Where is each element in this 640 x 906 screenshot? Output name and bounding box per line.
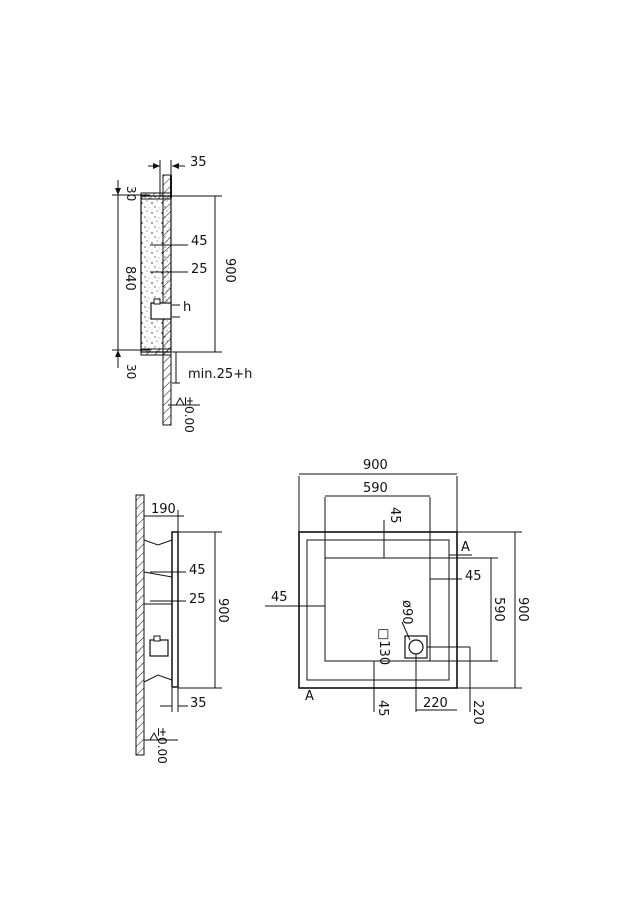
tray-rim-top	[140, 192, 172, 200]
dim-30-top: 30	[124, 186, 138, 201]
drain-cap	[153, 298, 161, 305]
tray-front	[171, 531, 179, 688]
tray-rim-inner	[306, 539, 450, 681]
floor-level-elevation: ±0.00	[155, 727, 169, 764]
dim-220-bottom: 220	[423, 696, 448, 711]
dim-220-right: 220	[470, 700, 485, 725]
floor-level-section: ±0.00	[182, 396, 196, 433]
dim-590-right: 590	[491, 597, 506, 622]
dim-840: 840	[122, 266, 137, 291]
dim-min-25-h: min.25+h	[188, 367, 252, 382]
dim-30-bottom: 30	[124, 364, 138, 379]
dim-drain-diameter: ø90	[399, 600, 414, 625]
drain-block	[150, 302, 172, 320]
dim-45-top: 45	[387, 507, 402, 524]
dim-45-section: 45	[191, 234, 208, 249]
wall-hatch-elevation	[135, 494, 145, 756]
dim-25-elevation: 25	[189, 592, 206, 607]
dim-45-left: 45	[271, 590, 288, 605]
dim-45-right: 45	[465, 569, 482, 584]
dim-35-bottom: 35	[190, 696, 207, 711]
drain-cap-elevation	[153, 635, 161, 642]
dim-45-elevation: 45	[189, 563, 206, 578]
tray-section	[140, 195, 172, 353]
dim-drain-box: □130	[376, 628, 391, 665]
side-elevation-view: 190 900 45 25 35 ±0.00	[135, 494, 230, 764]
dim-190: 190	[151, 502, 176, 517]
dim-590-top: 590	[363, 481, 388, 496]
dim-35-top: 35	[190, 155, 207, 170]
dim-25-section: 25	[191, 262, 208, 277]
dim-900-section: 900	[222, 258, 237, 283]
dim-45-bottom: 45	[375, 700, 390, 717]
dim-h: h	[183, 300, 191, 315]
tray-basin	[324, 557, 431, 662]
dim-900-right: 900	[515, 597, 530, 622]
plan-view: 900 590 45 45 45 A A 590 900 ø90 □130	[265, 458, 530, 725]
section-mark-top: A	[461, 540, 470, 555]
drain-block-elevation	[149, 639, 169, 657]
dim-900-top: 900	[363, 458, 388, 473]
side-section-view: 35 30 840 30 900 45 25 h min.25+h ±0.00	[112, 155, 252, 433]
section-mark-bottom: A	[305, 689, 314, 704]
dim-900-elevation: 900	[215, 598, 230, 623]
